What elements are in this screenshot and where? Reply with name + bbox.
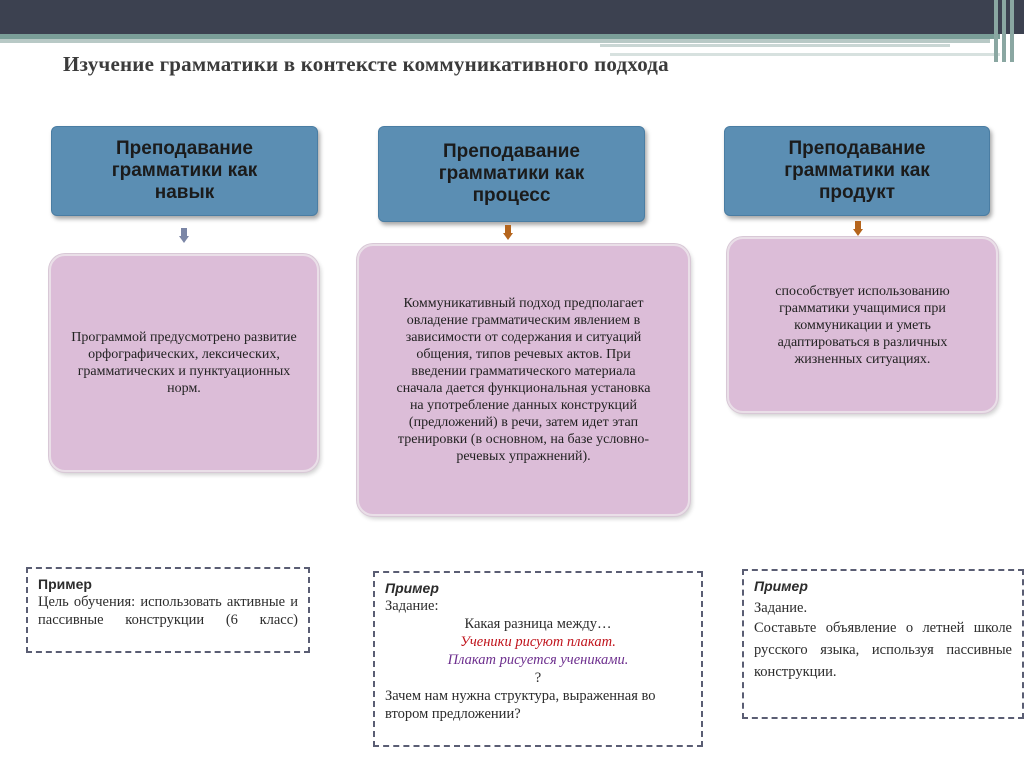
example-sentence-passive: Плакат рисуется учениками. [447,652,629,668]
down-arrow-icon [853,221,863,237]
banner-stripe [600,44,950,47]
banner-stripe [0,39,990,43]
down-arrow-icon [503,225,513,241]
example-question-mark: ? [534,670,542,686]
banner-stripe [0,34,1000,39]
banner-stripe [994,0,998,62]
body-skill: Программой предусмотрено развитие орфогр… [49,254,319,472]
example-title: Пример [385,580,439,596]
example-task-label: Задание: [385,598,439,614]
example-task-label: Задание. [754,600,808,616]
example-question: Какая разница между… [464,616,612,632]
header-skill: Преподавание грамматики как навык [51,126,318,216]
example-title: Пример [38,576,92,592]
example-left: Пример Цель обучения: использовать актив… [26,567,310,653]
down-arrow-icon [179,228,189,244]
header-process: Преподавание грамматики как процесс [378,126,645,222]
example-title: Пример [754,578,808,594]
example-middle: Пример Задание: Какая разница между… Уче… [373,571,703,747]
slide-title: Изучение грамматики в контексте коммуник… [63,52,669,76]
example-followup: Зачем нам нужна структура, выраженная во… [385,688,656,722]
example-text: Составьте объявление о летней школе русс… [754,620,1012,680]
example-text: Цель обучения: использовать активные и п… [38,594,298,628]
header-product: Преподавание грамматики как продукт [724,126,990,216]
body-process: Коммуникативный подход предполагает овла… [357,244,690,516]
banner-stripe [1010,0,1014,62]
example-sentence-active: Ученики рисуют плакат. [460,634,616,650]
body-product: способствует использованию грамматики уч… [727,237,998,413]
banner-stripe [1002,0,1006,62]
banner-stripe [610,53,1000,56]
example-right: Пример Задание. Составьте объявление о л… [742,569,1024,719]
top-banner [0,0,1024,34]
